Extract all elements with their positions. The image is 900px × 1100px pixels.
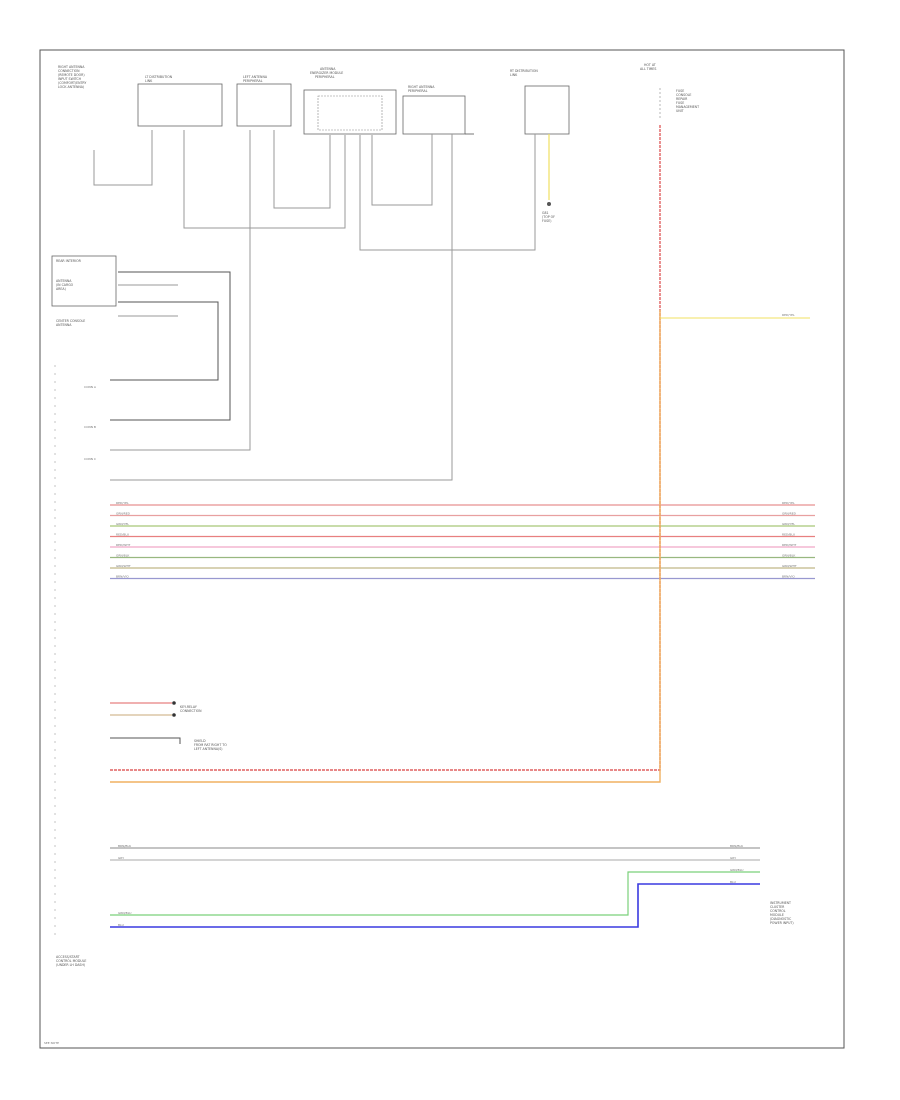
bus-wire-4 — [359, 134, 536, 251]
bottom-wire-label-left-4: BLU — [118, 923, 124, 927]
bus-wire-label-right-6: GRN/BLK — [782, 554, 796, 558]
bottom-wire-label-left-1: BRN/BLK — [118, 844, 132, 848]
bus-wire-label-left-2: GRN/RED — [116, 512, 131, 516]
bus-wire-label-left-7: GRN/WHT — [116, 564, 131, 568]
key-relay-dot-2 — [172, 713, 176, 717]
bus-wire-label-left-5: RED/WHT — [116, 543, 131, 547]
pin-group-3: CONN C — [84, 457, 96, 461]
bottom-wire-green — [110, 871, 760, 916]
footer-code: SEE NOTE — [44, 1041, 59, 1045]
ground-stub-left — [93, 130, 153, 186]
bottom-wire-label-2: GRY — [730, 856, 736, 860]
bottom-wire-blue — [110, 883, 760, 928]
ground-point — [547, 202, 551, 206]
right-antenna-box — [402, 95, 466, 135]
bottom-wire-label-4: BLU — [730, 880, 736, 884]
bus-wire-label-right-1: RED/YEL — [782, 501, 795, 505]
bus-wire-label-left-8: BRN/VIO — [116, 575, 129, 579]
bus-wire-label-right-8: BRN/VIO — [782, 575, 795, 579]
wire-left-antenna-down — [110, 130, 251, 451]
antenna-module-box — [303, 89, 397, 135]
key-relay-dot-1 — [172, 701, 176, 705]
diagram-frame — [39, 49, 845, 1049]
rt-dist-link-box — [524, 85, 570, 135]
bus-wire-1 — [183, 130, 346, 229]
shield-wire — [110, 737, 181, 744]
pin-group-1: CONN A — [84, 385, 97, 389]
bus-wire-2 — [273, 130, 331, 209]
bottom-wire-label-1: BRN/BLK — [730, 844, 744, 848]
wire-right-antenna-down — [110, 134, 453, 481]
bus-wire-label-right-3: GRN/YEL — [782, 522, 795, 526]
interior-antenna-wire-1 — [110, 271, 231, 421]
bus-wire-group: RED/YEL RED/YEL GRN/RED GRN/RED GRN/YEL GRN/Y… — [110, 501, 815, 927]
bottom-wire-label-left-3: GRN/BLU — [118, 911, 131, 915]
bus-wire-label-right-5: RED/WHT — [782, 543, 797, 547]
pin-group-2: CONN B — [84, 425, 96, 429]
bus-wire-label-left-3: GRN/YEL — [116, 522, 129, 526]
bus-wire-3 — [371, 134, 433, 206]
interior-antenna-wire-2 — [110, 301, 219, 381]
left-antenna-box — [236, 83, 292, 127]
bus-wire-label-left-1: RED/YEL — [116, 501, 129, 505]
bus-wire-label-left-4: RED/BLU — [116, 533, 129, 537]
bus-wire-label-left-6: GRN/BLK — [116, 554, 130, 558]
bottom-wire-label-left-2: GRY — [118, 856, 124, 860]
fuse-orange-wire — [110, 310, 661, 783]
bus-wire-label-right-4: RED/BLU — [782, 533, 795, 537]
fuse-red-wire — [110, 125, 661, 771]
fuse-yellow-label: RED/YEL — [782, 313, 795, 317]
antenna-module-inner — [317, 95, 383, 131]
dist-link-box — [137, 83, 223, 127]
interior-antenna-box — [51, 255, 117, 307]
bottom-wire-label-3: GRN/BLU — [730, 868, 743, 872]
bus-wire-label-right-2: GRN/RED — [782, 512, 797, 516]
bus-wire-label-right-7: GRN/WHT — [782, 564, 797, 568]
